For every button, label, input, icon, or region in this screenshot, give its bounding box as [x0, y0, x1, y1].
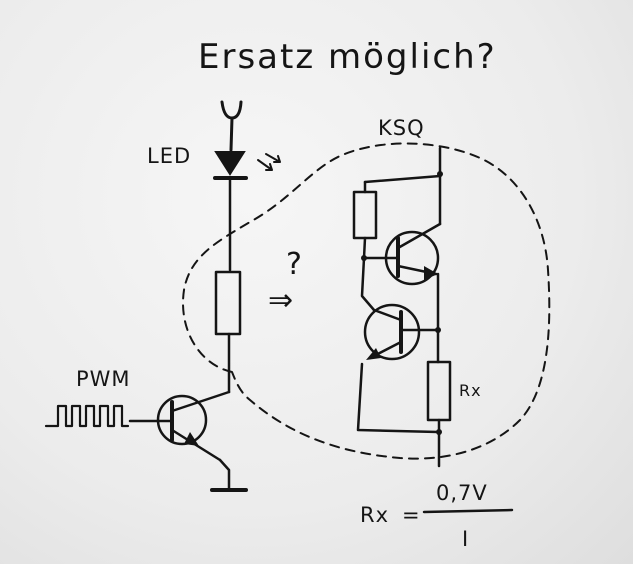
wire-supply-led [229, 116, 234, 152]
pwm-label: PWM [76, 367, 131, 391]
formula-equals: = [402, 503, 421, 527]
replace-arrow: ⇒ [268, 283, 293, 318]
pwm-transistor [128, 390, 231, 490]
question-mark: ? [286, 247, 302, 282]
led-symbol [213, 151, 281, 180]
supply-terminal [220, 100, 243, 120]
formula-numerator: 0,7V [436, 481, 488, 505]
formula-lhs: Rx [360, 503, 389, 527]
pwm-waveform [44, 404, 130, 428]
dashed-selection-loop [182, 142, 551, 460]
ksq-label: KSQ [378, 116, 425, 140]
formula: Rx = 0,7V I [360, 481, 514, 551]
page-title: Ersatz möglich? [198, 37, 497, 77]
fraction-bar [422, 508, 514, 514]
rx-resistor-label: Rx [459, 381, 482, 400]
led-label: LED [147, 144, 191, 168]
formula-denominator: I [462, 527, 469, 551]
constant-current-source [352, 146, 452, 468]
series-resistor [214, 270, 242, 336]
